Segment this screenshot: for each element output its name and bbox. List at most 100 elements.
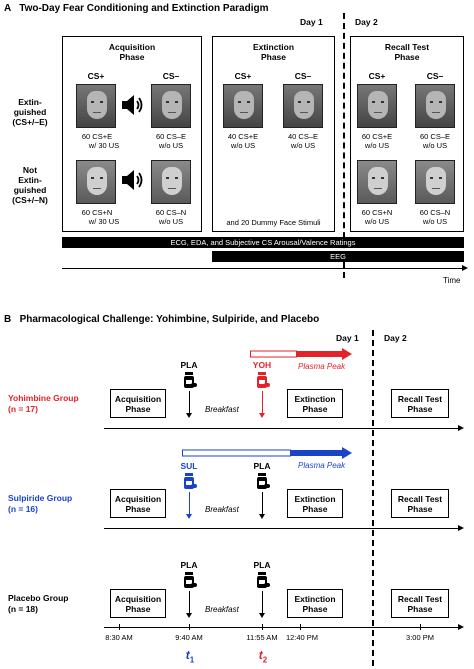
pill-bottle-icon	[257, 372, 270, 388]
box-line: Recall Test	[397, 393, 443, 404]
recall-test-phase-box: Recall Test Phase CS+ CS– 60 CS+E w/o US…	[350, 36, 464, 232]
pla-second-label: PLA	[253, 560, 271, 570]
pill-bottle-icon	[184, 473, 197, 489]
t1-subscript: 1	[189, 655, 195, 665]
time-label-1155: 11:55 AM	[246, 633, 278, 642]
face-cs-minus-n	[415, 160, 455, 204]
box-line: Phase	[407, 503, 433, 514]
box-line: Phase	[125, 403, 151, 414]
caption-line: 60 CS–E	[419, 132, 451, 141]
panel-b-title: Pharmacological Challenge: Yohimbine, Su…	[19, 314, 320, 325]
dose-arrow	[186, 591, 192, 618]
title-line: Phase	[119, 52, 145, 62]
pla-first-label: PLA	[180, 560, 198, 570]
caption-line: 60 CS+E	[81, 132, 113, 141]
acq-e-minus-caption: 60 CS–E w/o US	[143, 132, 199, 150]
time-label-0830: 8:30 AM	[105, 633, 133, 642]
caption-line: w/o US	[364, 217, 390, 226]
box-line: Recall Test	[397, 593, 443, 604]
box-line: Phase	[302, 603, 328, 614]
caption-line: 60 CS–N	[419, 208, 451, 217]
dose-arrow	[259, 391, 265, 418]
box-line: Acquisition	[114, 493, 162, 504]
panel-b-header: B Pharmacological Challenge: Yohimbine, …	[4, 314, 319, 325]
face-cs-plus-e	[76, 84, 116, 128]
cs-plus-label: CS+	[87, 71, 105, 81]
recall-phase-title: Recall Test Phase	[351, 42, 463, 62]
time-tick	[262, 624, 263, 630]
yoh-timeline	[104, 425, 464, 431]
cs-plus-label: CS+	[368, 71, 386, 81]
group-label-line: guished	[13, 107, 47, 117]
title-line: Extinction	[252, 42, 295, 52]
pill-bottle-icon	[257, 473, 270, 489]
caption-line: w/o US	[422, 141, 448, 150]
t1-symbol: t	[185, 648, 190, 662]
acq-n-plus-caption: 60 CS+N w/ 30 US	[68, 208, 126, 226]
face-cs-plus-n	[357, 160, 397, 204]
yoh-group-pla-label: PLA	[180, 360, 198, 370]
rec-e-plus-caption: 60 CS+E w/o US	[351, 132, 403, 150]
panel-b-day2: Day 2	[384, 333, 407, 343]
caption-line: w/ 30 US	[88, 141, 120, 150]
rec-e-minus-caption: 60 CS–E w/o US	[409, 132, 461, 150]
yohimbine-group-label: Yohimbine Group (n = 17)	[8, 393, 79, 415]
placebo-group-label: Placebo Group (n = 18)	[8, 593, 68, 615]
panel-a-time-label: Time	[443, 276, 461, 285]
title-line: Recall Test	[384, 42, 430, 52]
extinction-phase-title: Extinction Phase	[213, 42, 334, 62]
box-line: Extinction	[294, 593, 336, 604]
panel-a-day1: Day 1	[300, 17, 323, 27]
sul-group-pla-label: PLA	[253, 461, 271, 471]
panel-b-letter: B	[4, 314, 12, 325]
cs-minus-label: CS–	[426, 71, 444, 81]
dummy-stimuli-caption: and 20 Dummy Face Stimuli	[226, 218, 321, 227]
panel-a-header: A Two-Day Fear Conditioning and Extincti…	[4, 3, 268, 14]
yohimbine-plasma-arrow	[250, 348, 352, 360]
time-tick	[119, 624, 120, 630]
caption-line: 60 CS–E	[155, 132, 187, 141]
breakfast-label: Breakfast	[205, 605, 239, 614]
caption-line: w/o US	[422, 217, 448, 226]
caption-line: 60 CS+N	[81, 208, 113, 217]
speaker-icon	[122, 170, 143, 190]
rec-n-minus-caption: 60 CS–N w/o US	[409, 208, 461, 226]
group-label-line: (CS+/–E)	[12, 117, 48, 127]
sulpiride-group-label: Sulpiride Group (n = 16)	[8, 493, 72, 515]
caption-line: 40 CS+E	[227, 132, 259, 141]
box-line: Extinction	[294, 393, 336, 404]
time-label-1500: 3:00 PM	[406, 633, 434, 642]
dose-arrow	[186, 492, 192, 519]
panel-b-day-divider	[372, 330, 374, 666]
dose-arrow	[186, 391, 192, 418]
sul-plasma-peak-label: Plasma Peak	[298, 461, 346, 470]
face-cs-plus-e	[357, 84, 397, 128]
ext-e-minus-caption: 40 CS–E w/o US	[275, 132, 331, 150]
caption-line: w/o US	[158, 141, 184, 150]
speaker-icon	[122, 95, 143, 115]
caption-line: w/o US	[364, 141, 390, 150]
sulpiride-plasma-arrow	[182, 447, 352, 459]
panel-a-time-axis	[62, 265, 468, 271]
time-label-0940: 9:40 AM	[175, 633, 203, 642]
group-label-line: Extin-	[18, 175, 42, 185]
pill-bottle-icon	[257, 572, 270, 588]
face-cs-minus-e	[283, 84, 323, 128]
ratings-measure-bar: ECG, EDA, and Subjective CS Arousal/Vale…	[62, 237, 464, 248]
dose-arrow	[259, 591, 265, 618]
group-label-line: guished	[13, 185, 47, 195]
t2-subscript: 2	[262, 655, 268, 665]
box-line: Phase	[407, 603, 433, 614]
group-label-line: Not	[22, 165, 38, 175]
face-cs-plus-e	[223, 84, 263, 128]
panel-a-day2: Day 2	[355, 17, 378, 27]
title-line: Phase	[394, 52, 420, 62]
panel-b-day1: Day 1	[336, 333, 359, 343]
pla-timeline	[104, 624, 464, 630]
dose-arrow	[259, 492, 265, 519]
t2-symbol: t	[258, 648, 263, 662]
